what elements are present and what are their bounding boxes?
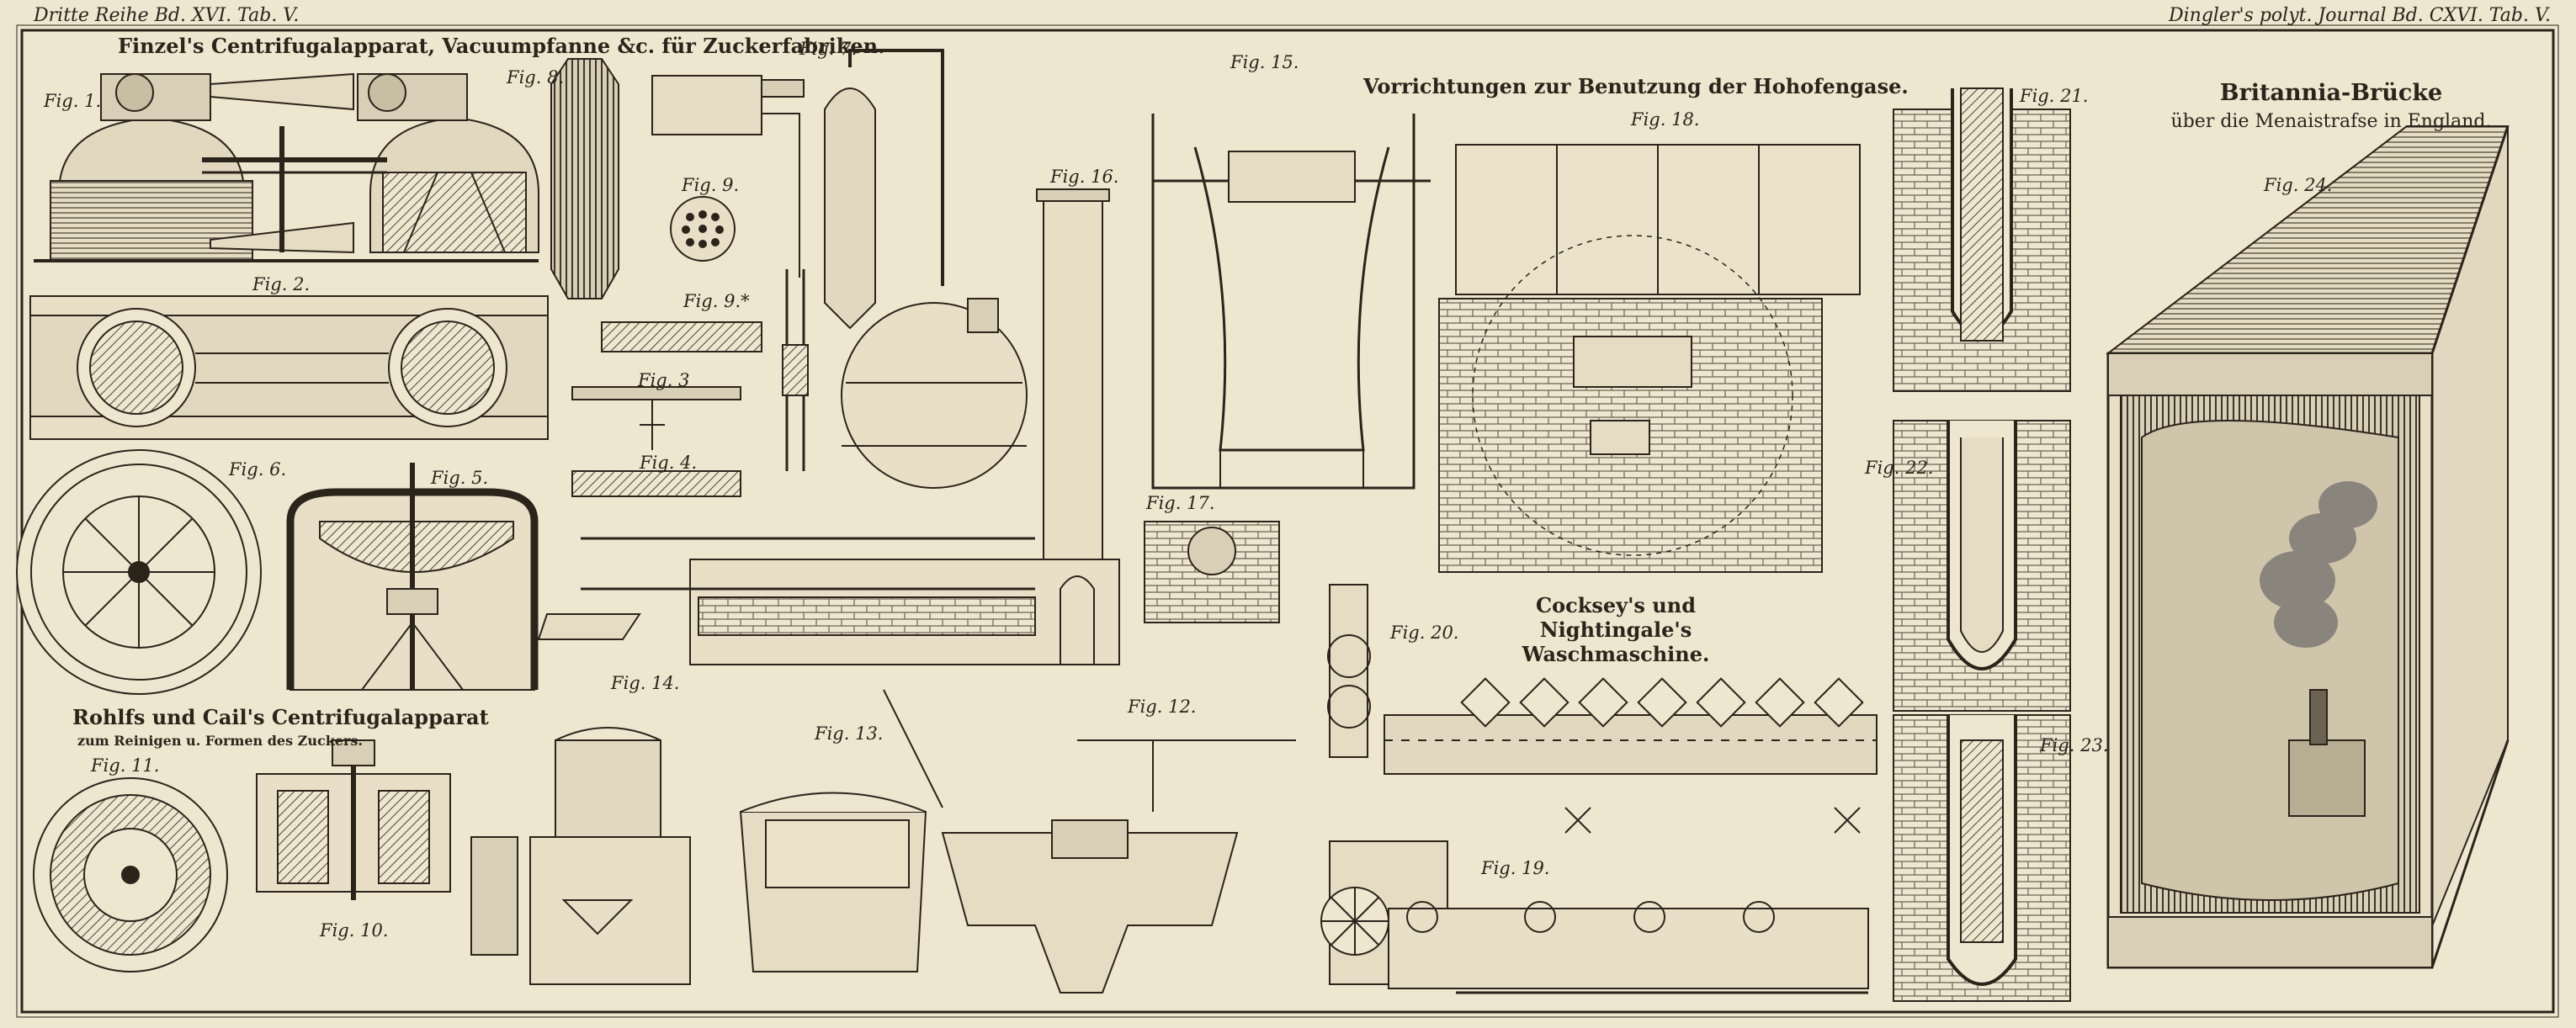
fig-label-2: Fig. 2. (252, 274, 311, 294)
fig-label-14: Fig. 14. (611, 673, 680, 693)
fig17-oven (1144, 521, 1280, 623)
locomotive-smoke (2260, 481, 2377, 648)
title-rohlfs-line2: zum Reinigen u. Formen des Zuckers. (77, 733, 363, 749)
fig-label-11: Fig. 11. (91, 755, 160, 776)
header-left: Dritte Reihe Bd. XVI. Tab. V. (34, 5, 300, 26)
fig-label-15: Fig. 15. (1230, 52, 1299, 72)
fig-label-3: Fig. 3 (638, 370, 690, 390)
fig5-basket-section (286, 463, 539, 691)
fig-label-1: Fig. 1. (44, 91, 102, 111)
fig23-tuyere (1893, 714, 2071, 1002)
fig-label-22: Fig. 22. (1865, 458, 1934, 478)
header-right: Dingler's polyt. Journal Bd. CXVI. Tab. … (2169, 5, 2551, 26)
fig9-perforated-plate (670, 196, 736, 262)
fig16-chimney-furnace (537, 188, 1120, 665)
fig-label-12: Fig. 12. (1128, 697, 1197, 717)
fig6-basket-plan (16, 449, 262, 695)
fig-label-17: Fig. 17. (1146, 493, 1215, 513)
title-cocksey-line2: Waschmaschine. (1522, 642, 1710, 666)
fig19-washing-machine-elevation (1320, 807, 1869, 994)
fig21-tuyere (1893, 87, 2071, 392)
fig-label-24: Fig. 24. (2264, 175, 2333, 195)
fig-label-18: Fig. 18. (1631, 109, 1700, 130)
fig-label-16: Fig. 16. (1050, 167, 1119, 187)
fig7-vacuum-pan (651, 49, 1028, 489)
title-finzel: Finzel's Centrifugalapparat, Vacuumpfann… (118, 34, 885, 58)
fig10-centrifuge-section (256, 739, 451, 900)
fig3-bar (571, 386, 741, 450)
fig-label-7: Fig. 7. (799, 39, 858, 59)
fig4-plate (571, 470, 741, 497)
fig2-centrifuge-plan (29, 295, 549, 440)
title-rohlfs-line1: Rohlfs und Cail's Centrifugalapparat (72, 705, 489, 729)
fig-label-5: Fig. 5. (431, 468, 489, 488)
fig20-washing-machine (1327, 584, 1878, 775)
fig-label-21: Fig. 21. (2020, 86, 2089, 106)
title-cocksey-line1: Cocksey's und Nightingale's (1536, 593, 1696, 642)
fig14-boiler (470, 727, 691, 985)
fig22-tuyere (1893, 420, 2071, 712)
plate-border (20, 29, 2555, 1014)
fig11-centrifuge-plan (33, 777, 228, 972)
fig-label-9b: Fig. 9.* (683, 291, 750, 311)
title-rohlfs: Rohlfs und Cail's Centrifugalapparat zum… (72, 705, 489, 749)
fig12-evaporating-pan (941, 739, 1296, 994)
fig9b-tray (601, 321, 762, 352)
fig-label-23: Fig. 23. (2040, 735, 2109, 755)
fig15-furnace-top (1151, 114, 1431, 490)
fig-label-19: Fig. 19. (1481, 858, 1550, 878)
plate-border-outer (16, 24, 2559, 1018)
fig1-centrifuge-elevation (34, 72, 539, 262)
fig-label-9: Fig. 9. (682, 175, 740, 195)
fig-label-8: Fig. 8. (507, 67, 565, 87)
title-cocksey: Cocksey's und Nightingale's Waschmaschin… (1481, 593, 1750, 666)
title-britannia-line1: Britannia-Brücke (2219, 80, 2443, 106)
fig-label-10: Fig. 10. (320, 920, 389, 941)
fig8-tubular-heater (550, 58, 619, 299)
fig-label-20: Fig. 20. (1390, 623, 1459, 643)
title-britannia: Britannia-Brücke über die Menaistrafse i… (2138, 80, 2525, 132)
fig18-hohofen-plan (1438, 144, 1861, 573)
fig-label-6: Fig. 6. (229, 459, 287, 480)
title-britannia-line2: über die Menaistrafse in England. (2170, 111, 2492, 132)
fig24-britannia-tube (2106, 125, 2510, 969)
title-hohofen: Vorrichtungen zur Benutzung der Hohofeng… (1363, 74, 1909, 98)
fig13-evaporating-pan (739, 689, 943, 972)
fig-label-4: Fig. 4. (640, 453, 698, 473)
fig-label-13: Fig. 13. (815, 723, 884, 744)
